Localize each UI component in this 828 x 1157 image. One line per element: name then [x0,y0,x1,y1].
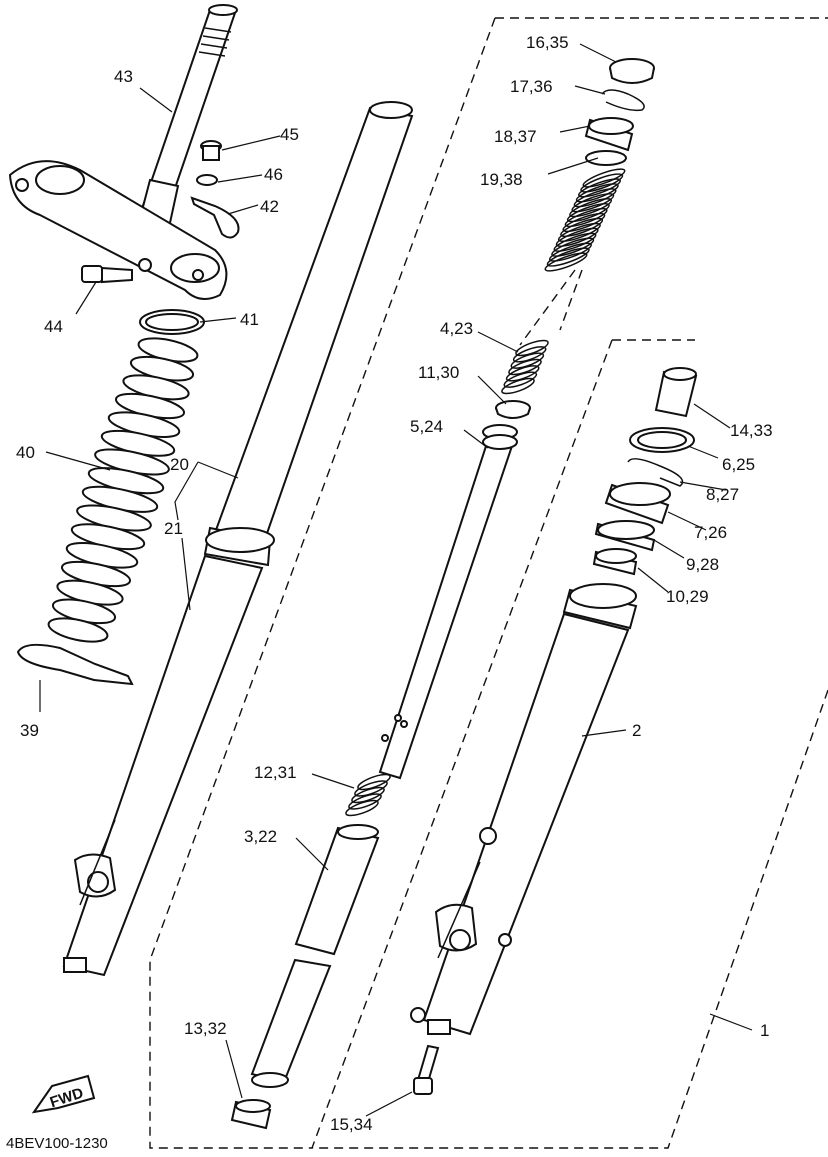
oil-lock-piece [230,1099,272,1130]
band-39 [16,643,134,686]
boot-fold [47,617,109,643]
band-41 [139,309,205,335]
left-fork-assembly [62,101,414,977]
callout-12-31: 12,31 [254,763,297,782]
coil-turn [575,183,619,203]
under-bracket [8,160,228,300]
coil-turn [566,202,610,223]
coil-turn [508,358,542,376]
coil-turn [510,352,545,369]
callout-43: 43 [114,67,133,86]
callout-3-22: 3,22 [244,827,277,846]
outer-tube [410,583,638,1036]
washer-46 [196,174,218,186]
coil-turn [351,786,385,804]
coil-turn [505,365,540,382]
callout-39: 39 [20,721,39,740]
bolt-15 [413,1044,440,1095]
steering-shaft [134,4,238,234]
coil-turn [569,198,613,218]
callout-5-24: 5,24 [410,417,443,436]
washer-9 [594,520,656,552]
coil-turn [564,207,608,228]
coil-turn [580,173,624,193]
dust-seal [654,367,698,418]
coil-turn [544,252,588,272]
coil-turn [546,247,590,267]
coil-turn [348,793,382,810]
assembly-outline-lower [311,339,828,1149]
coil-turn [573,188,617,208]
retaining-clip [627,458,684,487]
coil-turn [578,178,622,198]
fork-boot [47,337,199,643]
coil-turn [571,193,615,213]
coil-turn [560,217,604,238]
spring-centerline [519,269,583,346]
callout-17-36: 17,36 [510,77,553,96]
callout-15-34: 15,34 [330,1115,373,1134]
coil-turn [551,237,595,257]
callout-18-37: 18,37 [494,127,537,146]
rebound-spring-12 [345,773,391,817]
leader-lines [39,43,753,1117]
callout-13-32: 13,32 [184,1019,227,1038]
coil-turn [512,346,547,363]
oil-seal [629,427,695,453]
callout-20: 20 [170,455,189,474]
coil-turn [357,773,391,791]
circlip-17 [601,89,645,112]
callout-21: 21 [164,519,183,538]
coil-turn [557,222,601,242]
coil-turn [548,242,592,262]
coil-turn [582,168,626,188]
assembly-outline-upper [149,17,828,1149]
coil-turn [562,212,606,233]
callout-44: 44 [44,317,63,336]
clamp-42 [190,196,240,239]
callout-40: 40 [16,443,35,462]
coil-turn [515,339,549,357]
callout-9-28: 9,28 [686,555,719,574]
coil-turn [553,232,597,252]
callout-19-38: 19,38 [480,170,523,189]
coil-turn [354,780,388,797]
callout-4-23: 4,23 [440,319,473,338]
bolt-45 [200,140,222,161]
rebound-spring [501,339,549,395]
callout-41: 41 [240,310,259,329]
washer-19 [585,150,627,166]
callout-2: 2 [632,721,641,740]
damper-rod [378,424,518,780]
fwd-arrow-icon: FWD [31,1074,96,1114]
callout-46: 46 [264,165,283,184]
drawing-code: 4BEV100-1230 [6,1135,108,1152]
callout-7-26: 7,26 [694,523,727,542]
callout-10-29: 10,29 [666,587,709,606]
callout-14-33: 14,33 [730,421,773,440]
coil-turn [501,377,535,395]
coil-turn [345,799,379,817]
fork-spring [544,168,626,272]
callout-45: 45 [280,125,299,144]
spacer-18 [584,117,634,152]
callout-42: 42 [260,197,279,216]
piston-ring [495,400,531,419]
cap-bolt [609,58,655,84]
inner-tube [250,824,380,1088]
callout-1: 1 [760,1021,769,1040]
coil-turn [503,371,538,388]
callout-11-30: 11,30 [418,363,459,382]
slide-metal [592,548,638,576]
coil-turn [555,227,599,247]
callout-16-35: 16,35 [526,33,569,52]
oil-seal-7 [604,482,671,525]
callout-8-27: 8,27 [706,485,739,504]
bolt-44 [81,265,133,284]
callout-6-25: 6,25 [722,455,755,474]
